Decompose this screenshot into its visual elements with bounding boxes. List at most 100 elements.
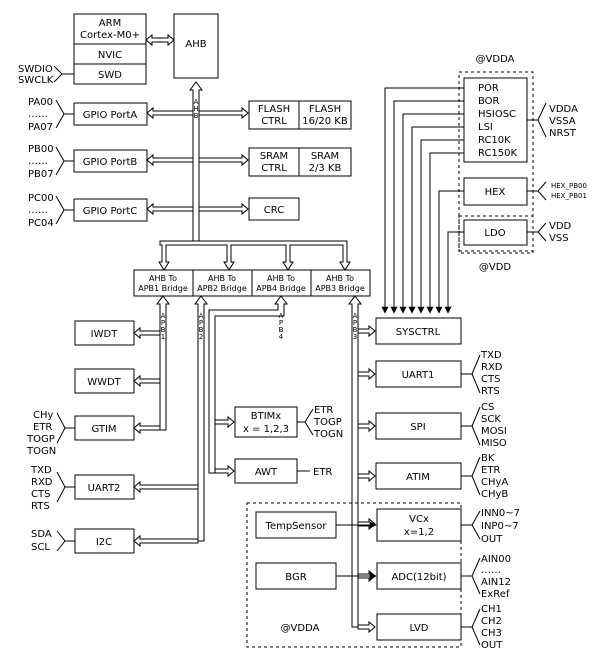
apb4-bus-letter: A <box>279 312 284 320</box>
hex-pin: HEX_PB00 <box>551 182 587 190</box>
spi-label: SPI <box>410 422 425 433</box>
swd-label: SWD <box>98 70 122 81</box>
iwdt-label: IWDT <box>91 329 119 340</box>
osc-connector <box>527 102 547 138</box>
pc00-pin: PC00 <box>28 193 54 204</box>
spi-box <box>375 412 462 440</box>
uart2-pin: TXD <box>30 465 52 476</box>
spi-pin: MISO <box>481 438 507 449</box>
apb3-bridge-box <box>310 269 371 297</box>
wwdt-label: WWDT <box>87 377 121 388</box>
apb3-bus-letter: 3 <box>353 333 357 341</box>
apb3-bus <box>348 295 362 628</box>
osc-signal-line <box>417 139 464 314</box>
hex-connector <box>527 181 547 201</box>
vdd-domain-box <box>458 215 534 252</box>
spi-pin: CS <box>481 402 494 413</box>
apb1-bus-letter: 1 <box>161 333 165 341</box>
crc-label: CRC <box>264 205 284 216</box>
gpio-portc-label: GPIO PortC <box>83 206 138 217</box>
iwdt-box <box>74 320 135 346</box>
ldo-label: LDO <box>484 228 505 239</box>
sram-mem-line2: 2/3 KB <box>309 163 342 174</box>
apb1-bus <box>156 295 170 431</box>
btim-box <box>234 406 298 438</box>
btim-label: BTIMx <box>251 411 282 422</box>
pb00-pin: PB00 <box>28 144 54 155</box>
gpio-group: GPIO PortA GPIO PortB GPIO PortC PA00 ……… <box>28 97 148 229</box>
gtim-pin: CHy <box>33 410 54 421</box>
apb2-bridge-box <box>192 269 253 297</box>
pa00-pin: PA00 <box>28 97 53 108</box>
ldo-signal-line <box>444 231 464 314</box>
apb3-bus-letter: B <box>353 326 358 334</box>
sram-ctrl-line2: CTRL <box>261 163 287 174</box>
pb07-pin: PB07 <box>28 169 54 180</box>
osc-item: BOR <box>478 96 500 107</box>
apb1-bus-letter: A <box>161 312 166 320</box>
osc-signal-line <box>381 87 464 314</box>
gtim-pin: TOGP <box>26 434 55 445</box>
ahb-to-gpioc <box>146 202 194 216</box>
uart2-connector <box>56 471 75 503</box>
ahb-bus-letter: B <box>194 112 199 120</box>
atim-pin: CHyA <box>481 477 508 488</box>
sysctrl-label: SYSCTRL <box>396 327 441 338</box>
atim-pin: ETR <box>481 465 500 476</box>
uart2-pin: RXD <box>31 477 53 488</box>
apb1-bus-letter: P <box>161 319 165 327</box>
uart1-connector <box>461 354 481 394</box>
flash-mem-line1: FLASH <box>309 104 341 115</box>
gtim-label: GTIM <box>91 424 116 435</box>
pc-connector <box>55 195 74 225</box>
bgr-label: BGR <box>285 572 306 583</box>
apb2-to-i2c <box>133 534 199 548</box>
apb2-bus-letter: P <box>199 319 203 327</box>
hex-pin: HEX_PB01 <box>551 192 587 200</box>
sram-ctrl-box <box>248 147 300 177</box>
bgr-box <box>255 562 337 590</box>
ahb-to-sram <box>198 153 249 167</box>
pa-connector <box>55 99 74 129</box>
lvd-pin: CH2 <box>481 616 502 627</box>
ahb-bus-letter: A <box>194 98 199 106</box>
hex-signal-line <box>435 190 464 314</box>
vdd-label: @VDD <box>479 262 512 273</box>
btim-pin: TOGP <box>313 417 342 428</box>
lvd-connector <box>461 608 481 646</box>
ahb-to-gpioa <box>146 106 194 120</box>
atim-connector <box>461 456 481 496</box>
ahb-bus-letter: H <box>193 105 198 113</box>
vc-pin: INP0~7 <box>481 521 519 532</box>
osc-box <box>463 77 528 163</box>
vc-connector <box>461 510 481 540</box>
gpio-portb-label: GPIO PortB <box>83 157 138 168</box>
cortex-label: Cortex-M0+ <box>80 30 140 41</box>
i2c-connector <box>56 530 75 552</box>
ldo-pin: VDD <box>549 221 572 232</box>
gpio-porta-label: GPIO PortA <box>83 110 138 121</box>
sysctrl-box <box>375 317 462 345</box>
apb1-to-iwdt <box>133 326 161 340</box>
scl-pin: SCL <box>31 542 50 553</box>
ahb-bus: A H B <box>146 81 351 271</box>
flash-mem-line2: 16/20 KB <box>302 116 348 127</box>
osc-pin: NRST <box>549 128 577 139</box>
apb3-to-vc <box>357 517 376 531</box>
ahb-label: AHB <box>185 39 206 50</box>
pa07-pin: PA07 <box>28 122 53 133</box>
btim-connector <box>297 408 314 436</box>
vc-sub-label: x=1,2 <box>404 527 434 538</box>
apb4-bridge-line2: APB4 Bridge <box>256 284 306 293</box>
apb2-bus-letter: 2 <box>199 333 203 341</box>
lvd-pin: OUT <box>481 640 503 651</box>
osc-signal-line <box>390 100 464 314</box>
atim-box <box>375 462 462 490</box>
apb3-to-spi <box>357 419 376 433</box>
osc-signal-line <box>408 126 464 314</box>
awt-label: AWT <box>255 467 278 478</box>
gtim-pin: TOGN <box>26 446 56 457</box>
apb1-bridge-line2: APB1 Bridge <box>138 284 188 293</box>
analog-domain: TempSensor BGR VCx x=1,2 INN0~7 INP0~7 O… <box>246 502 520 651</box>
osc-signal-line <box>399 113 464 314</box>
